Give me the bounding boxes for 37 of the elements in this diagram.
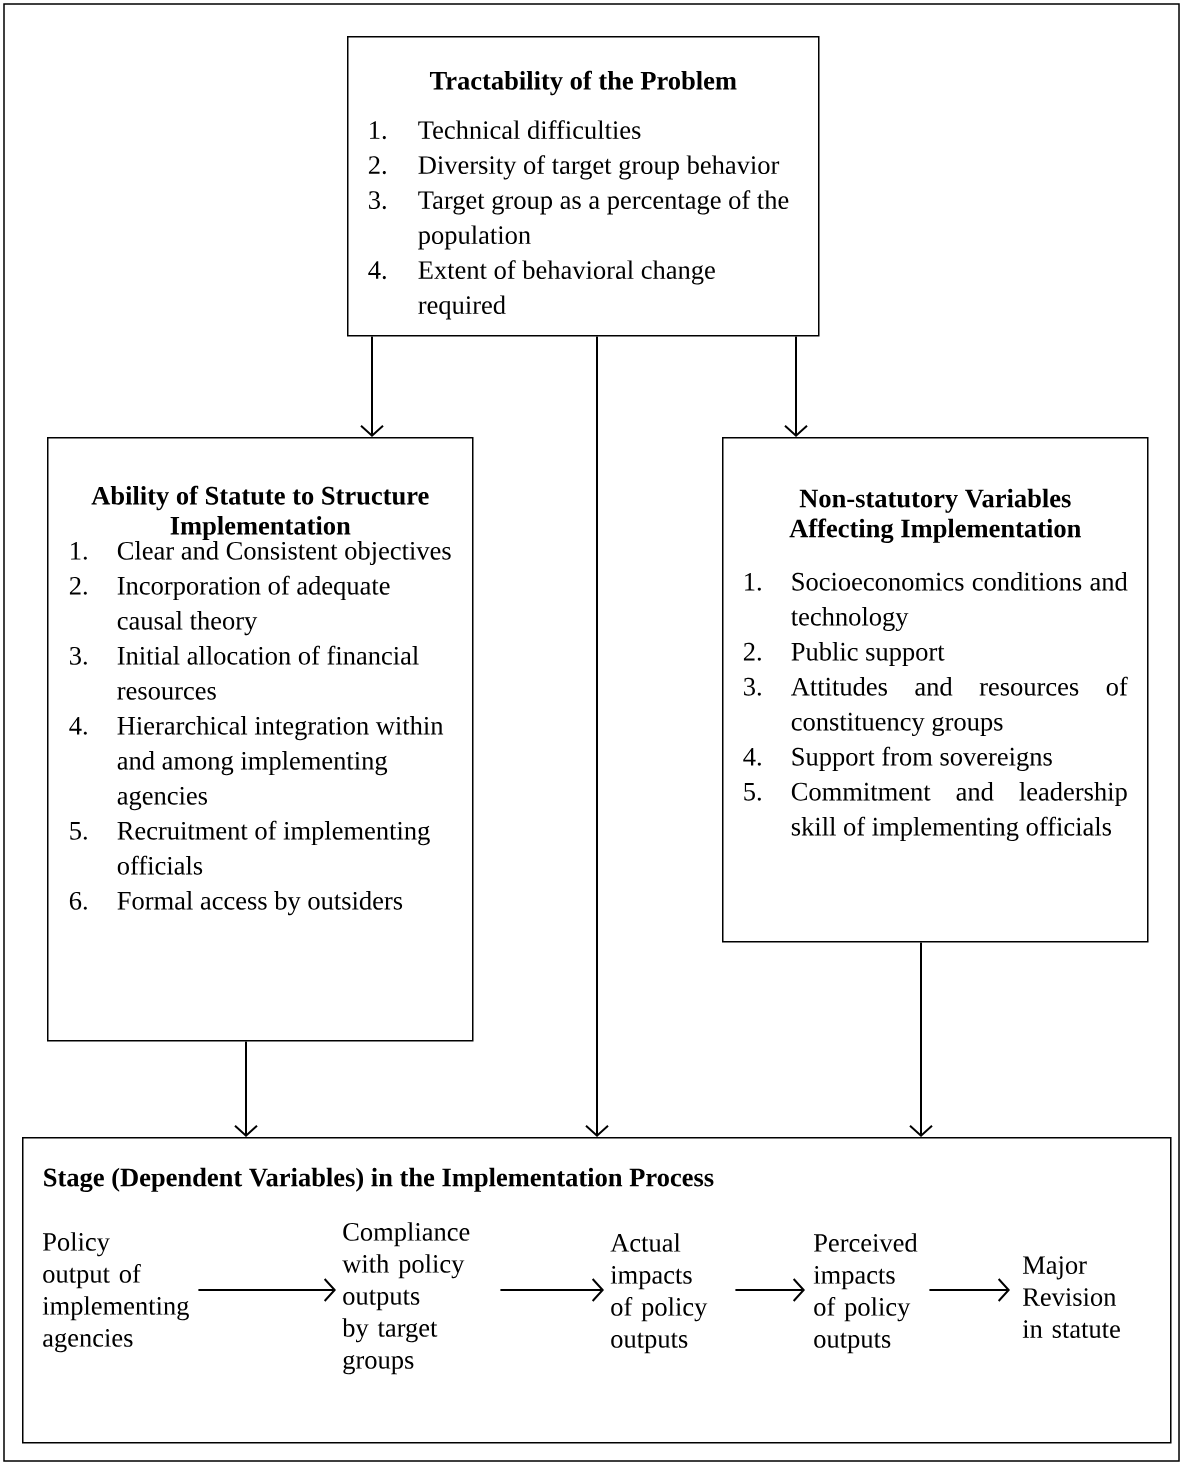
- list-item: 2. Incorporation of adequate causal theory: [69, 575, 390, 636]
- stage-text: Policy output of implementing agencies: [42, 1232, 189, 1353]
- stage-text: Actual impacts of policy outputs: [610, 1233, 708, 1354]
- list-item: 3. Initial allocation of financial resources: [70, 645, 419, 700]
- arrow: [784, 335, 808, 437]
- list-item: 1. Technical difficulties: [370, 120, 641, 140]
- list-item: 6. Formal access by outsiders: [69, 891, 403, 916]
- arrow: [499, 1278, 604, 1302]
- list-item: 5. Recruitment of implementing officials: [70, 820, 430, 875]
- arrow: [585, 335, 609, 1137]
- list-item: 2. Diversity of target group behavior: [368, 155, 780, 180]
- box-heading: Non-statutory Variables Affecting Implementation: [789, 488, 1081, 543]
- arrow: [909, 941, 933, 1137]
- list-item: 1. Socioeconomics conditions and technology: [745, 572, 1128, 632]
- list-item: 4. Support from sovereigns: [743, 746, 1052, 772]
- box-heading: Ability of Statute to Structure Implementation: [91, 485, 429, 541]
- text-box: [22, 1137, 1172, 1444]
- list-item: 4. Hierarchical integration within and among implementing agencies: [69, 716, 444, 811]
- arrow: [360, 335, 384, 437]
- box-heading: Tractability of the Problem: [430, 70, 737, 96]
- stage-text: Compliance with policy outputs by target groups: [342, 1222, 470, 1375]
- list-item: 3. Target group as a percentage of the population: [369, 190, 789, 250]
- list-item: 1. Clear and Consistent objectives: [71, 541, 451, 566]
- list-item: 4. Extent of behavioral change required: [368, 260, 715, 320]
- arrow: [197, 1278, 336, 1302]
- stage-text: Major Revision in statute: [1022, 1256, 1120, 1338]
- text-box: [347, 36, 820, 337]
- list-item: 3. Attitudes and resources of constituency groups: [744, 676, 1128, 737]
- list-item: 2. Public support: [743, 642, 945, 666]
- arrow: [928, 1278, 1010, 1302]
- box-heading: Stage (Dependent Variables) in the Implementation Process: [44, 1167, 714, 1192]
- arrow: [234, 1040, 258, 1137]
- text-box: [722, 437, 1149, 943]
- text-box: [47, 437, 474, 1042]
- stage-text: Perceived impacts of policy outputs: [813, 1233, 918, 1354]
- list-item: 5. Commitment and leadership skill of implementing officials: [744, 782, 1127, 842]
- arrow: [734, 1278, 805, 1302]
